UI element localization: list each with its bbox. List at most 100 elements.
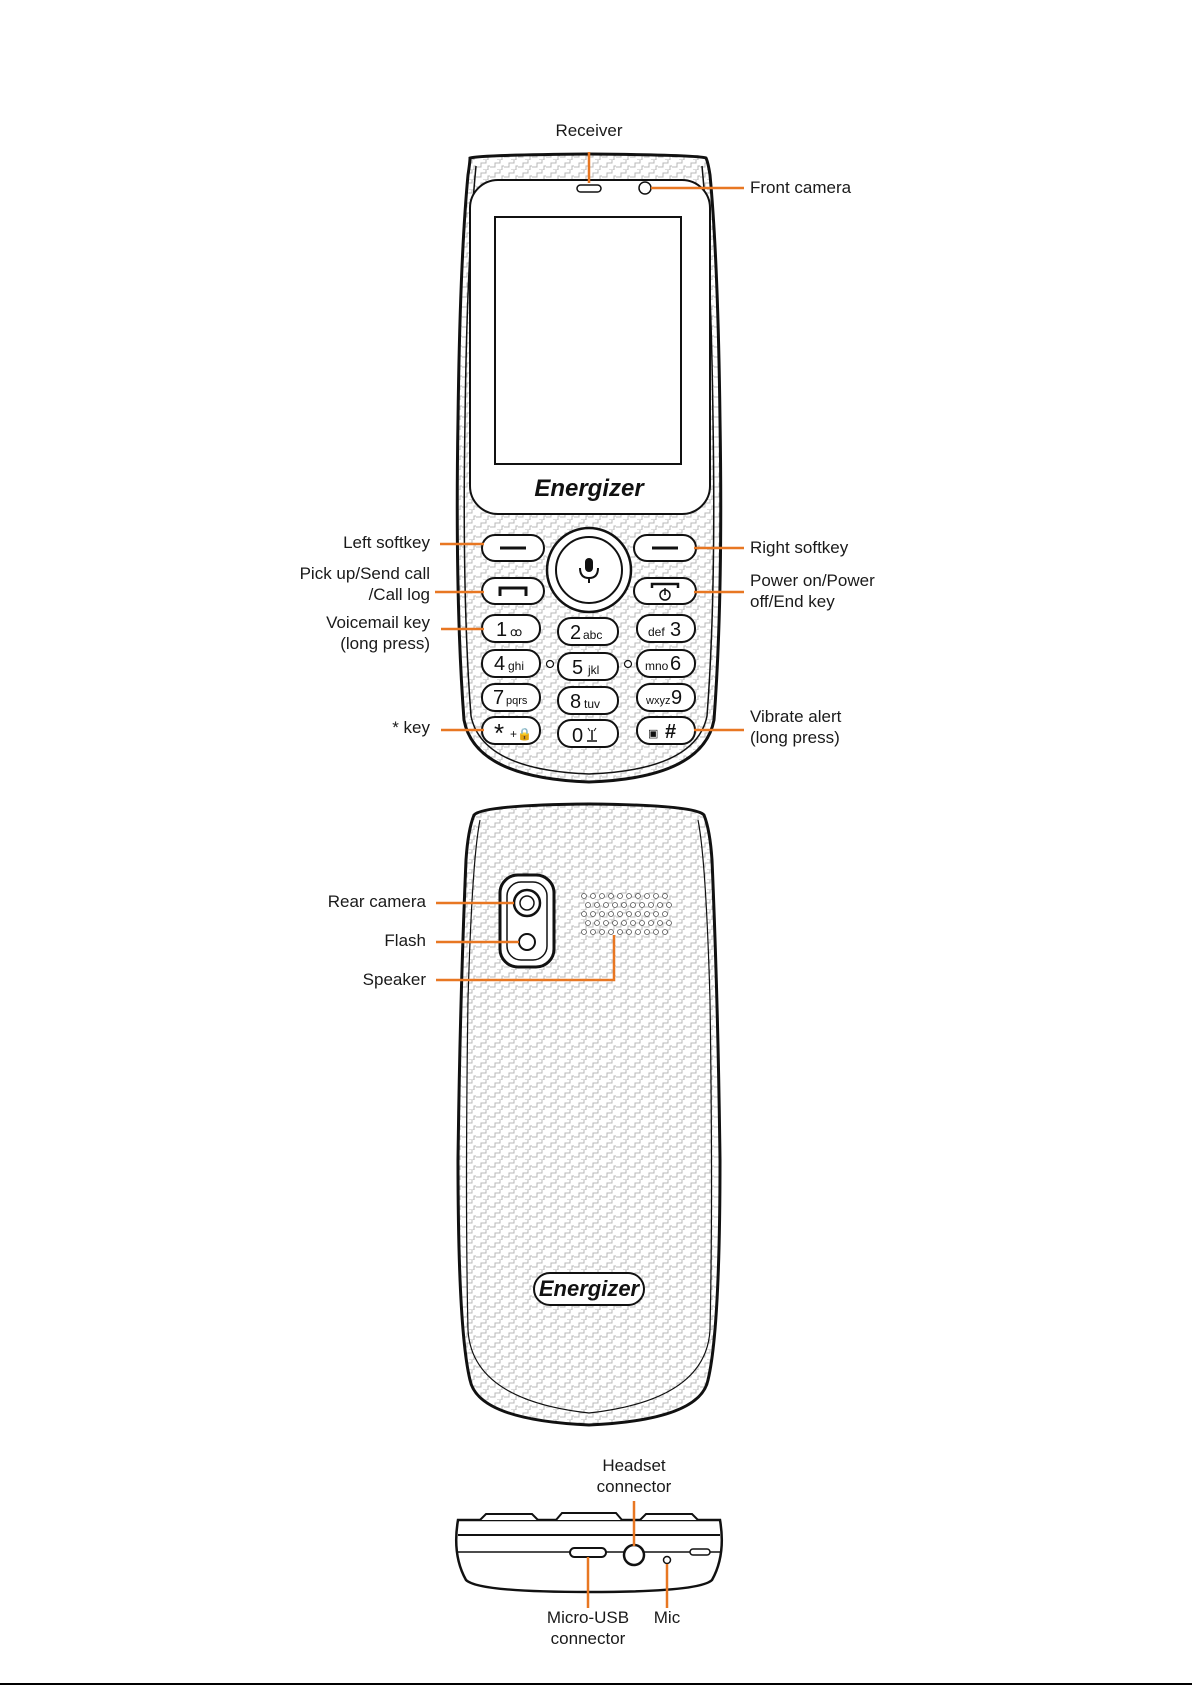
key-9-digit: 9 [671,687,682,709]
speaker-hole [617,893,623,899]
label-power-line1: Power on/Power [750,571,875,590]
speaker-hole [608,929,614,935]
screen [494,216,682,465]
speaker-hole [635,911,641,917]
key-6-digit: 6 [670,653,681,675]
label-headset-line2: connector [596,1477,672,1496]
key-5 [557,652,619,681]
speaker-hole [630,902,636,908]
speaker-hole [662,911,668,917]
speaker-hole [603,902,609,908]
speaker-hole [626,911,632,917]
headset-jack [622,1543,646,1567]
speaker-hole [635,893,641,899]
speaker-hole [608,893,614,899]
speaker-hole [599,929,605,935]
label-mic: Mic [653,1608,681,1627]
key-7-sub: pqrs [506,695,528,707]
speaker-hole [639,920,645,926]
key-1-sub: ꝏ [510,625,522,639]
key-6 [636,649,696,678]
label-right-softkey: Right softkey [750,538,849,557]
key-4-sub: ghi [508,659,524,673]
speaker-hole [621,920,627,926]
end-icon [650,582,680,588]
label-headset-line1: Headset [602,1456,666,1475]
label-front-camera: Front camera [750,178,852,197]
speaker-hole [639,902,645,908]
key-0 [557,719,619,748]
key-star-symbol: * [494,718,504,748]
key-3-digit: 3 [670,619,681,641]
receiver-slot [576,184,602,193]
speaker-hole [594,902,600,908]
speaker-hole [621,902,627,908]
label-flash: Flash [384,931,426,950]
speaker-hole [657,902,663,908]
label-vibrate-line1: Vibrate alert [750,707,842,726]
speaker-hole [599,893,605,899]
speaker-hole [581,911,587,917]
label-power-line2: off/End key [750,592,835,611]
speaker-hole [662,929,668,935]
key-4-digit: 4 [494,653,505,675]
back-logo: Energizer [539,1276,641,1301]
key-3-sub: def [648,625,665,639]
speaker-hole [653,929,659,935]
key-8-sub: tuv [584,697,600,711]
label-rear-camera: Rear camera [327,892,426,911]
key-3 [636,614,696,643]
key-2-digit: 2 [570,622,581,644]
front-phone: 1 ꝏ 2 abc def 3 4 ghi 5 jkl mno 6 7 pqrs… [455,152,723,784]
key-7-digit: 7 [493,687,504,709]
speaker-hole [657,920,663,926]
speaker-hole [581,929,587,935]
speaker-hole [617,929,623,935]
speaker-hole [612,902,618,908]
speaker-hole [581,893,587,899]
speaker-hole [666,920,672,926]
front-logo: Energizer [534,475,645,502]
bottom-leaders [586,1501,669,1608]
key-8-digit: 8 [570,691,581,713]
label-speaker: Speaker [362,970,426,989]
label-pickup-line2: /Call log [368,585,430,604]
key-star-sub: +🔒 [510,727,532,741]
back-body [456,802,722,1427]
back-phone: Energizer [456,802,722,1427]
key-9 [636,683,696,712]
speaker-grille [581,893,672,935]
call-icon [498,586,528,596]
speaker-hole [612,920,618,926]
label-voicemail-line1: Voicemail key [326,613,430,632]
key-7 [481,683,541,712]
label-left-softkey: Left softkey [343,533,430,552]
label-voicemail-line2: (long press) [340,634,430,653]
speaker-hole [590,911,596,917]
speaker-hole [644,911,650,917]
label-vibrate-line2: (long press) [750,728,840,747]
key-1-digit: 1 [496,619,507,641]
speaker-hole [594,920,600,926]
speaker-hole [666,902,672,908]
key-hash-symbol: # [665,721,676,743]
call-key [481,577,545,605]
speaker-hole [603,920,609,926]
usb-port [569,1547,607,1558]
speaker-hole [653,893,659,899]
flash-led [518,933,536,951]
key-4 [481,649,541,678]
bottom-view [455,1512,723,1594]
back-leaders [436,901,616,982]
speaker-hole [644,893,650,899]
key-2 [557,617,619,646]
key-0-digit: 0 [572,725,583,747]
key-8 [557,686,619,715]
vibrate-icon: ▣ [648,728,658,740]
label-pickup-line1: Pick up/Send call [299,564,430,583]
keypad: 1 ꝏ 2 abc def 3 4 ghi 5 jkl mno 6 7 pqrs… [481,614,696,748]
label-usb-line1: Micro-USB [546,1608,630,1627]
key-2-sub: abc [583,628,602,642]
mic-icon [579,558,599,583]
